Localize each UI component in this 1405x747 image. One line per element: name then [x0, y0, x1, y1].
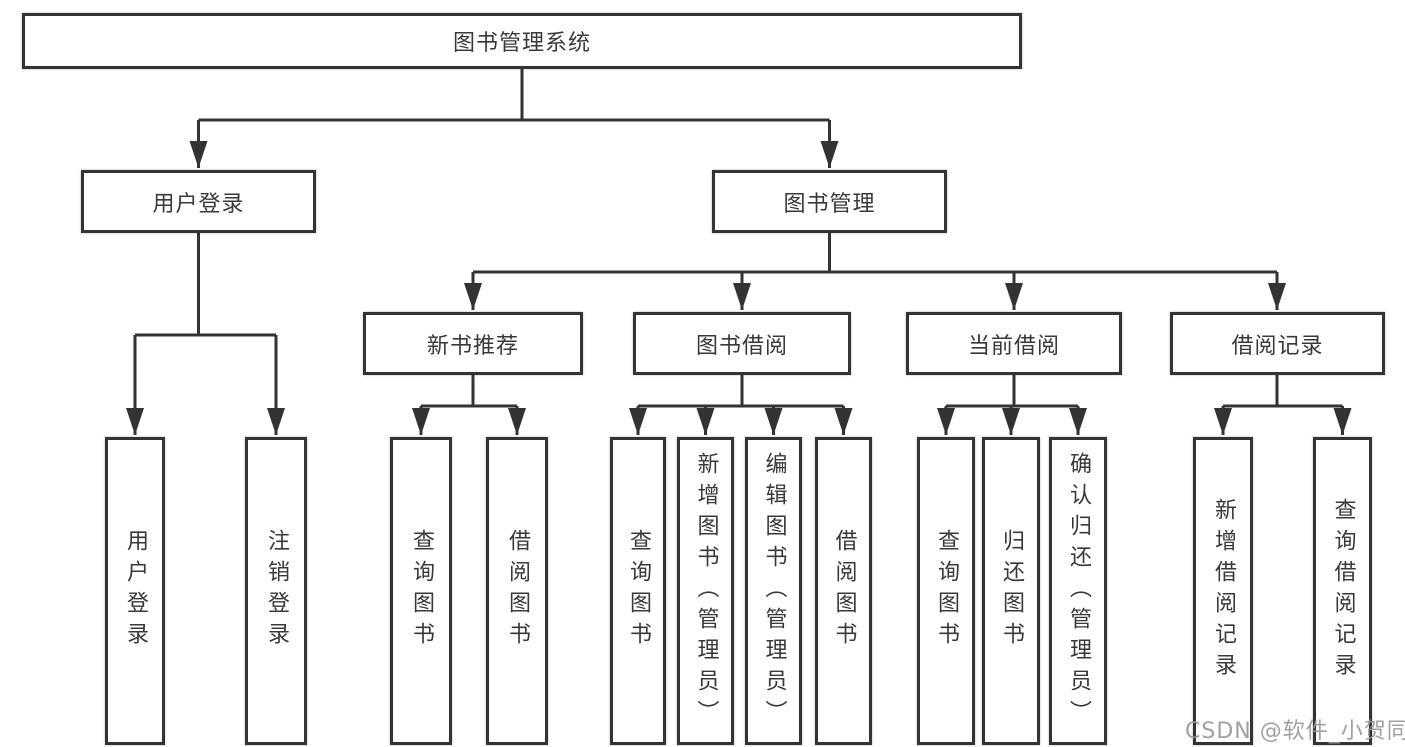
leaf-add-book-admin: 新增图书（管理员）: [677, 437, 734, 745]
node-label: 借阅图书: [831, 529, 857, 653]
node-label: 借阅图书: [505, 529, 530, 653]
node-label: 用户登录: [152, 191, 245, 217]
leaf-add-borrow-record: 新增借阅记录: [1193, 437, 1253, 745]
node-label: 图书管理系统: [452, 31, 591, 56]
csdn-watermark: CSDN @软件_小贺同学: [1185, 719, 1405, 744]
node-borrowing-records: 借阅记录: [1170, 312, 1385, 375]
node-book-management: 图书管理: [712, 170, 947, 233]
leaf-user-login: 用户登录: [105, 437, 165, 745]
node-label: 用户登录: [123, 529, 148, 653]
leaf-query-books-recommend: 查询图书: [390, 437, 452, 745]
node-label: 新书推荐: [426, 333, 519, 359]
node-book-borrowing: 图书借阅: [633, 312, 851, 375]
node-label: 编辑图书（管理员）: [761, 451, 787, 731]
node-label: 借阅记录: [1231, 333, 1324, 359]
node-label: 查询图书: [626, 529, 651, 653]
node-label: 确认归还（管理员）: [1066, 451, 1091, 731]
node-library-management-system: 图书管理系统: [22, 13, 1022, 69]
node-user-login: 用户登录: [81, 170, 316, 233]
leaf-query-books-borrowing: 查询图书: [610, 437, 666, 745]
leaf-borrow-books-borrowing: 借阅图书: [815, 437, 872, 745]
node-label: 查询借阅记录: [1330, 498, 1356, 684]
node-label: 新增借阅记录: [1211, 498, 1236, 684]
leaf-query-borrow-record: 查询借阅记录: [1313, 437, 1372, 745]
node-label: 注销登录: [264, 529, 289, 653]
node-label: 当前借阅: [967, 333, 1060, 359]
node-label: 新增图书（管理员）: [693, 451, 719, 731]
leaf-confirm-return-admin: 确认归还（管理员）: [1049, 437, 1107, 745]
node-new-book-recommendation: 新书推荐: [363, 312, 583, 375]
node-label: 查询图书: [409, 529, 434, 653]
node-label: 归还图书: [999, 529, 1024, 653]
leaf-return-books: 归还图书: [982, 437, 1040, 745]
leaf-edit-book-admin: 编辑图书（管理员）: [745, 437, 802, 745]
leaf-borrow-books-recommend: 借阅图书: [486, 437, 548, 745]
node-label: 图书管理: [783, 191, 876, 217]
leaf-query-books-current: 查询图书: [917, 437, 975, 745]
node-label: 查询图书: [934, 529, 959, 653]
node-label: 图书借阅: [695, 333, 788, 359]
node-current-borrowing: 当前借阅: [906, 312, 1122, 375]
leaf-logout: 注销登录: [245, 437, 307, 745]
